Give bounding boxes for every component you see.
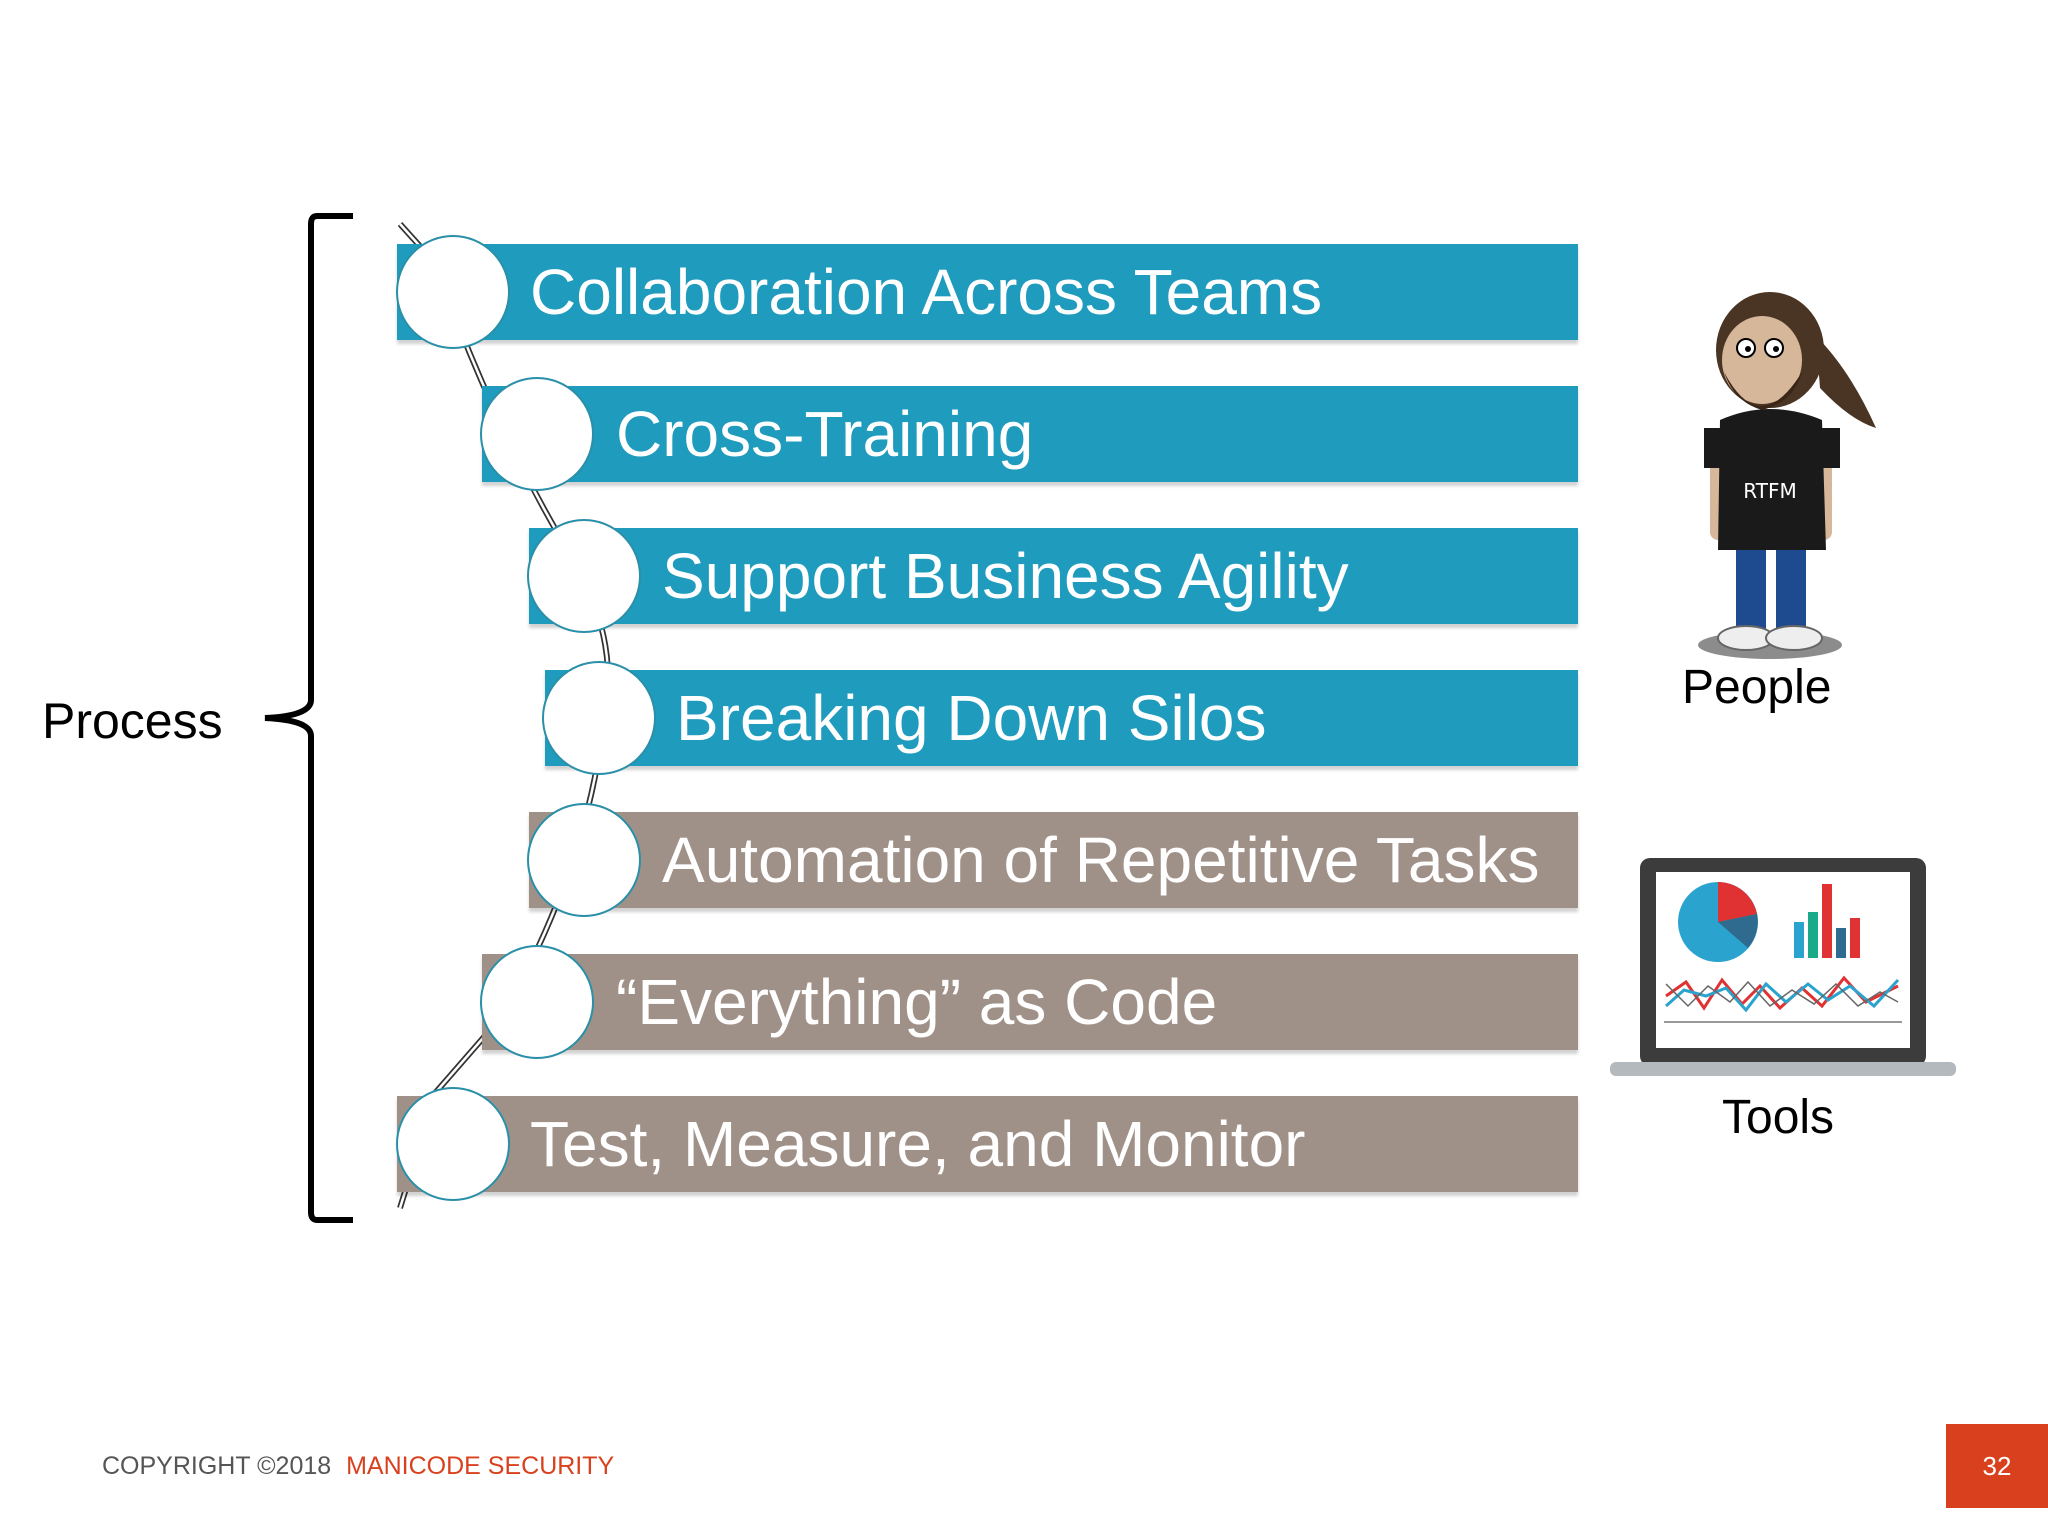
page-number: 32 (1982, 1451, 2012, 1481)
step-bar (482, 386, 1578, 482)
people-label: People (1682, 661, 1832, 714)
company-name: MANICODE SECURITY (346, 1452, 615, 1480)
copyright-year: COPYRIGHT ©2018 (102, 1452, 332, 1480)
step-circle (480, 945, 594, 1059)
laptop-chart-icon (1610, 858, 1956, 1076)
step-label: Test, Measure, and Monitor (530, 1108, 1306, 1180)
step-bar (397, 1096, 1578, 1192)
step-bar (529, 528, 1578, 624)
step-bar (397, 244, 1578, 340)
step-circle (527, 519, 641, 633)
step-bar (482, 954, 1578, 1050)
step-circle (396, 1087, 510, 1201)
step-label: “Everything” as Code (616, 966, 1218, 1038)
shirt-text: RTFM (1743, 479, 1796, 503)
page-number-badge: 32 (1946, 1424, 2048, 1508)
step-bar (545, 670, 1578, 766)
step-label: Collaboration Across Teams (530, 256, 1323, 328)
person-cartoon: RTFM (1698, 292, 1876, 659)
copyright-text: COPYRIGHT ©2018 MANICODE SECURITY (102, 1452, 614, 1481)
step-circle (527, 803, 641, 917)
step-label: Cross-Training (616, 398, 1034, 470)
tools-label: Tools (1722, 1091, 1835, 1144)
step-bar (529, 812, 1578, 908)
step-circle (480, 377, 594, 491)
step-circle (396, 235, 510, 349)
step-label: Breaking Down Silos (676, 682, 1267, 754)
step-label: Support Business Agility (662, 540, 1349, 612)
step-label: Automation of Repetitive Tasks (662, 824, 1540, 896)
process-label: Process (42, 693, 223, 749)
step-circle (542, 661, 656, 775)
process-bracket (264, 213, 353, 1223)
